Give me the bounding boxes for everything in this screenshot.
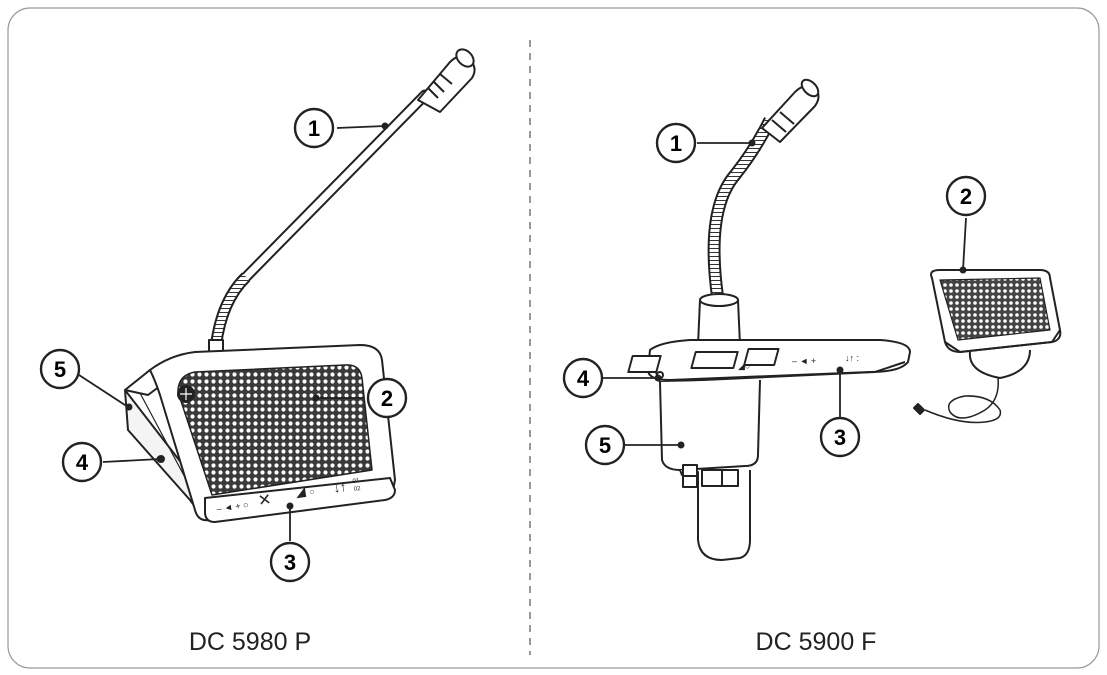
separate-loudspeaker [913, 269, 1062, 424]
channel-select-icon: ↓↑ 01 02 [332, 478, 361, 496]
right-model-label: DC 5900 F [756, 628, 877, 656]
svg-text:↓↑ :: ↓↑ : [845, 353, 859, 363]
svg-text:○: ○ [309, 487, 315, 497]
control-panel-icons: – ◄ + ○ ✕ ◢ ○ ↓↑ 01 02 [216, 478, 362, 514]
svg-text:3: 3 [834, 425, 846, 450]
mic-mute-icon: ✕ [257, 491, 273, 510]
svg-text:2: 2 [381, 386, 393, 411]
svg-text:1: 1 [308, 116, 320, 141]
left-callout-2: 2 [366, 377, 408, 419]
svg-text:5: 5 [599, 433, 611, 458]
volume-minus-plus-icon: – ◄ + ○ [216, 500, 249, 514]
svg-text:↓↑: ↓↑ [332, 479, 347, 496]
svg-text:4: 4 [577, 366, 590, 391]
dc5900f-illustration: ◢○ – ◄ + ↓↑ : [627, 78, 1062, 561]
svg-text:3: 3 [284, 550, 296, 575]
left-model-label: DC 5980 P [189, 628, 311, 656]
svg-text:1: 1 [670, 131, 682, 156]
delegate-unit-base [124, 344, 396, 523]
left-callout-1: 1 [293, 107, 335, 149]
left-leader-dots [125, 122, 389, 510]
right-callout-2: 2 [945, 175, 987, 217]
left-leader-lines [78, 125, 386, 541]
svg-text:01: 01 [352, 478, 360, 485]
right-callout-3: 3 [819, 416, 861, 458]
right-callout-4: 4 [562, 357, 604, 399]
left-callout-5: 5 [39, 348, 81, 390]
right-leader-dots [654, 139, 967, 449]
right-callout-5: 5 [584, 424, 626, 466]
svg-text:2: 2 [960, 184, 972, 209]
svg-text:5: 5 [54, 357, 66, 382]
dc5980p-illustration: – ◄ + ○ ✕ ◢ ○ ↓↑ 01 02 [124, 48, 476, 523]
left-callout-3: 3 [269, 541, 311, 583]
outer-border [7, 7, 1100, 669]
flush-housing [659, 379, 761, 561]
left-callout-4: 4 [61, 441, 103, 483]
speak-request-icon: ◢ ○ [294, 483, 315, 499]
svg-text:4: 4 [76, 450, 89, 475]
right-callout-1: 1 [655, 122, 697, 164]
svg-text:– ◄ +: – ◄ + [792, 356, 816, 366]
svg-text:✕: ✕ [257, 491, 273, 510]
svg-text:02: 02 [353, 486, 361, 493]
svg-text:◢: ◢ [294, 483, 306, 499]
right-leader-lines [603, 142, 967, 446]
